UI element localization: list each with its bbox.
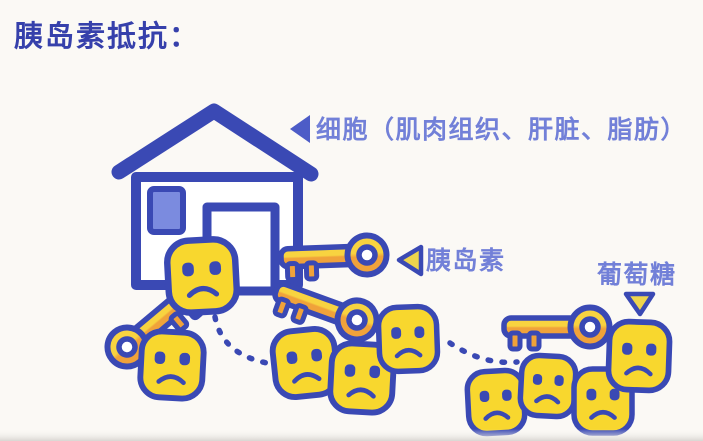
house-roof <box>111 103 319 182</box>
glucose-faces <box>137 236 673 437</box>
glucose-label: 葡萄糖 <box>596 260 677 289</box>
insulin-key-icon <box>272 281 380 343</box>
cell-house <box>111 103 319 296</box>
glucose-face <box>517 352 579 420</box>
bottom-shade <box>0 429 703 441</box>
glucose-face <box>375 303 441 375</box>
glucose-face <box>327 340 397 416</box>
cell-pointer-icon <box>290 115 310 143</box>
insulin-keys <box>104 232 613 370</box>
page-title: 胰岛素抵抗： <box>14 19 200 53</box>
glucose-face <box>137 328 207 402</box>
glucose-pointer-icon <box>623 291 656 317</box>
house-window <box>147 186 186 235</box>
cell-label: 细胞（肌肉组织、肝脏、脂肪） <box>316 115 687 144</box>
glucose-face <box>605 318 673 394</box>
insulin-label: 胰岛素 <box>426 246 506 275</box>
insulin-key-icon <box>278 232 390 283</box>
insulin-pointer-icon <box>396 244 424 277</box>
glucose-face <box>164 236 240 316</box>
glucose-face <box>464 367 528 437</box>
insulin-key-icon <box>501 304 613 352</box>
